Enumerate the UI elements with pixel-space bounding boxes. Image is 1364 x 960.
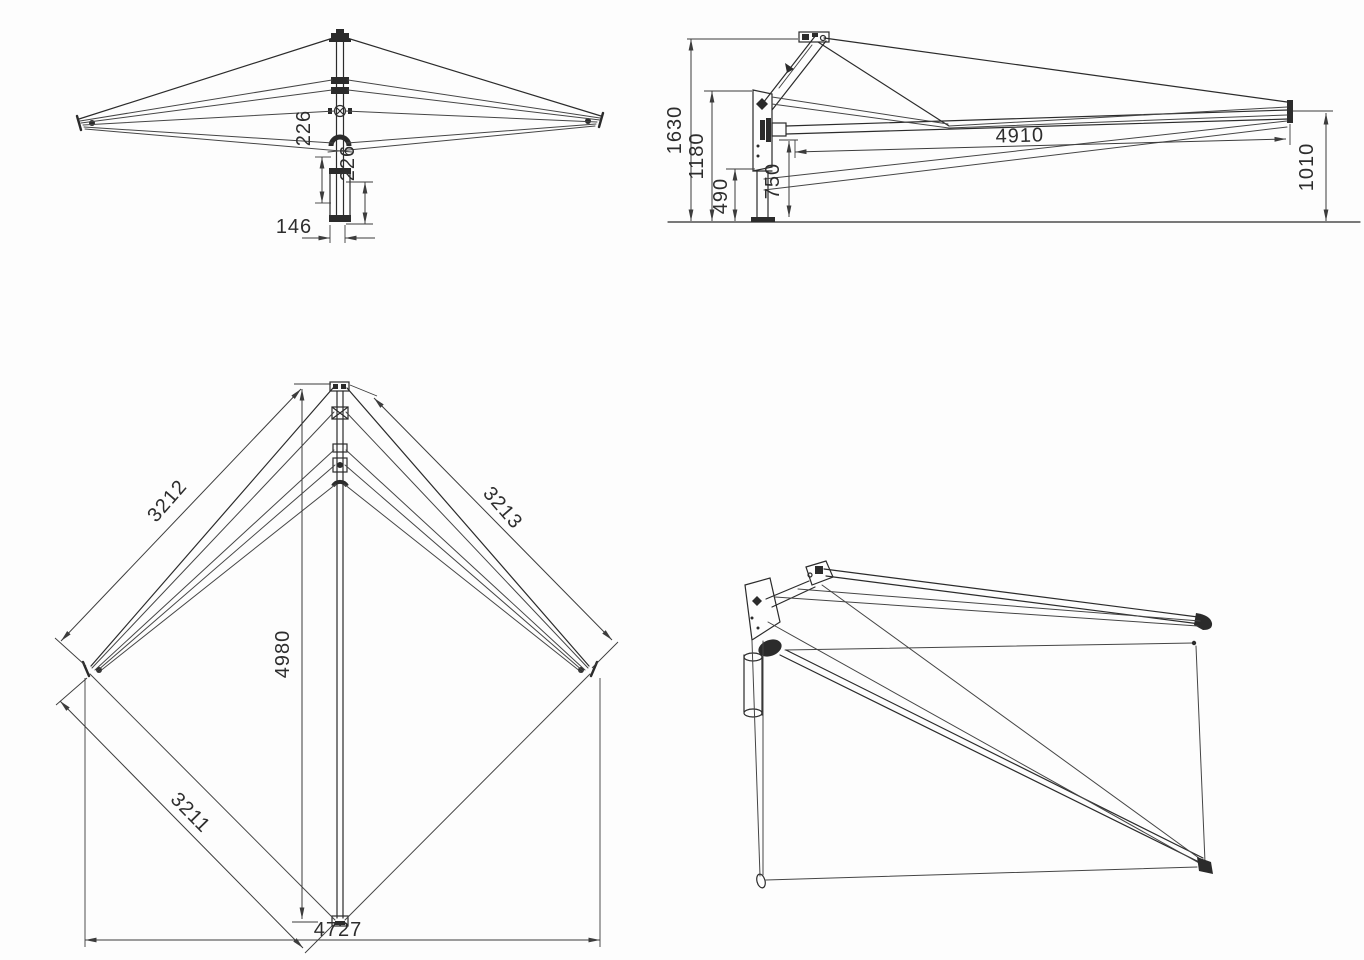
iso-bracket <box>743 560 834 889</box>
isometric-view <box>743 560 1213 889</box>
plan-view: 4980 3212 3213 3211 4727 <box>54 381 619 954</box>
dim-label-plan-edge-upper-left: 3212 <box>143 476 191 527</box>
dim-label-side-height-total: 1630 <box>664 106 686 155</box>
dim-label-side-boom-height: 750 <box>762 163 784 199</box>
side-cables <box>763 37 1288 191</box>
side-dimensions: 1630 1180 490 750 4910 1010 <box>664 38 1333 221</box>
front-view: 226 226 146 <box>75 29 605 243</box>
dim-label-front-offset-lower: 226 <box>337 145 359 181</box>
dim-label-front-pole-width: 146 <box>276 216 312 238</box>
dim-label-side-reach: 4910 <box>995 124 1044 147</box>
iso-arms <box>751 568 1213 881</box>
plan-mast <box>329 381 350 927</box>
dim-label-side-tip-height: 1010 <box>1296 143 1318 192</box>
side-view: 1630 1180 490 750 4910 1010 <box>664 31 1361 223</box>
dim-label-front-offset-upper: 226 <box>293 110 315 146</box>
dim-label-plan-depth: 4980 <box>272 630 294 679</box>
side-structure <box>667 31 1361 223</box>
dim-label-plan-width: 4727 <box>314 919 363 941</box>
front-mast <box>328 29 352 222</box>
dim-label-side-bracket-top: 1180 <box>686 132 708 179</box>
dim-label-plan-edge-upper-right: 3213 <box>478 483 526 534</box>
front-dimensions: 226 226 146 <box>276 110 375 243</box>
front-ribs <box>75 37 605 153</box>
dim-label-plan-edge-lower-left: 3211 <box>166 788 215 837</box>
dim-label-side-bracket-bottom: 490 <box>710 178 732 214</box>
